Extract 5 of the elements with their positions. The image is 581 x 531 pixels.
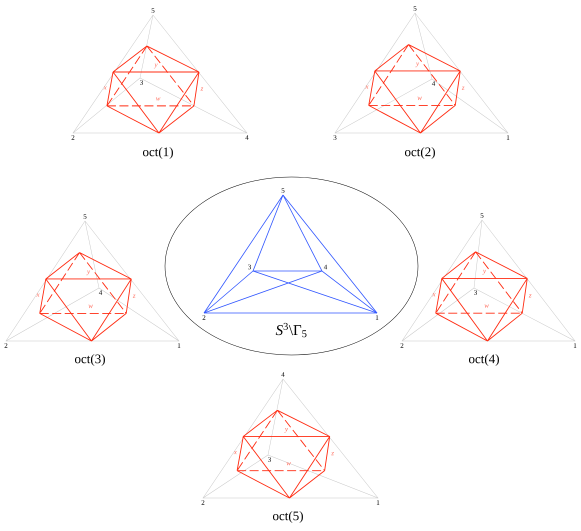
caption: oct(2) [404, 147, 435, 159]
caption: oct(1) [142, 147, 173, 159]
caption: oct(4) [468, 354, 499, 366]
caption: oct(5) [272, 511, 303, 523]
caption: oct(3) [74, 354, 105, 366]
